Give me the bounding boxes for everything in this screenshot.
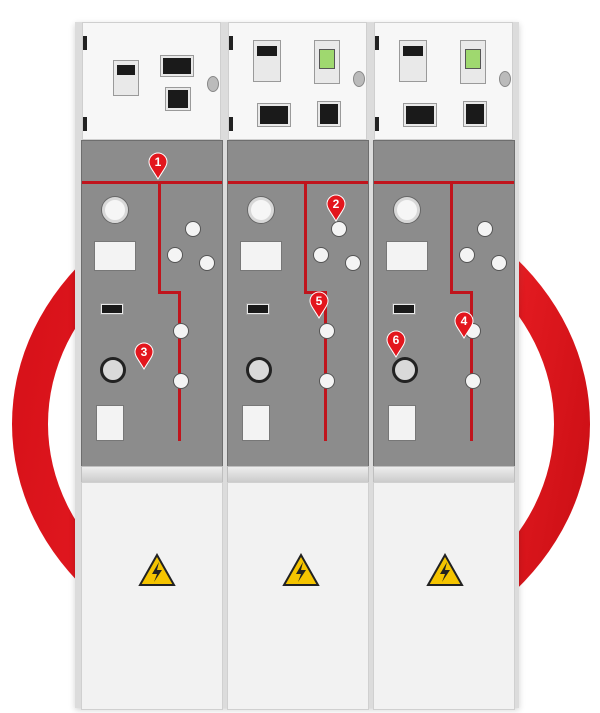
- protection-relay: [314, 40, 340, 84]
- emergency-button[interactable]: [100, 357, 126, 383]
- multifunction-meter: [399, 40, 427, 82]
- cabinet-unit-2: [223, 22, 369, 710]
- gas-pressure-gauge: [248, 197, 274, 223]
- gas-pressure-gauge: [394, 197, 420, 223]
- callout-marker-2[interactable]: 2: [326, 194, 346, 222]
- map-pin-icon: [326, 194, 346, 222]
- digital-indicator: [246, 303, 270, 315]
- indicator-lamp: [353, 71, 365, 87]
- callout-marker-1[interactable]: 1: [148, 152, 168, 180]
- cable-compartment-door: [227, 482, 369, 710]
- switch-knob[interactable]: [319, 323, 335, 339]
- digital-indicator: [392, 303, 416, 315]
- switch-knob[interactable]: [465, 373, 481, 389]
- callout-number: 5: [315, 294, 323, 308]
- callout-marker-3[interactable]: 3: [134, 342, 154, 370]
- switch-knob[interactable]: [199, 255, 215, 271]
- busbar-line: [82, 181, 222, 184]
- cabinet-unit-1: [77, 22, 223, 710]
- map-pin-icon: [309, 291, 329, 319]
- status-display: [160, 55, 194, 77]
- high-voltage-warning-icon: [138, 553, 176, 586]
- callout-number: 4: [460, 314, 468, 328]
- callout-number: 6: [392, 333, 400, 347]
- multifunction-meter: [253, 40, 281, 82]
- emergency-button[interactable]: [246, 357, 272, 383]
- operating-panel: [373, 140, 515, 468]
- switch-knob[interactable]: [459, 247, 475, 263]
- instrument-compartment: [228, 22, 367, 140]
- switch-knob[interactable]: [331, 221, 347, 237]
- callout-number: 2: [332, 197, 340, 211]
- busbar-line: [374, 181, 514, 184]
- map-pin-icon: [386, 330, 406, 358]
- instruction-label: [94, 241, 136, 271]
- indicator-lamp: [207, 76, 219, 92]
- callout-number: 3: [140, 345, 148, 359]
- switch-knob[interactable]: [345, 255, 361, 271]
- operating-panel: [227, 140, 369, 468]
- high-voltage-warning-icon: [426, 553, 464, 586]
- control-unit: [165, 87, 191, 111]
- multifunction-meter: [113, 60, 139, 96]
- switch-knob[interactable]: [185, 221, 201, 237]
- callout-marker-4[interactable]: 4: [454, 311, 474, 339]
- map-pin-icon: [454, 311, 474, 339]
- switch-knob[interactable]: [173, 373, 189, 389]
- switch-knob[interactable]: [491, 255, 507, 271]
- map-pin-icon: [148, 152, 168, 180]
- callout-number: 1: [154, 155, 162, 169]
- instrument-compartment: [82, 22, 221, 140]
- gas-pressure-gauge: [102, 197, 128, 223]
- control-unit: [463, 101, 487, 127]
- cabinet-unit-3: [369, 22, 515, 710]
- instrument-compartment: [374, 22, 513, 140]
- emergency-button[interactable]: [392, 357, 418, 383]
- callout-marker-5[interactable]: 5: [309, 291, 329, 319]
- busbar-line: [228, 181, 368, 184]
- operating-panel: [81, 140, 223, 468]
- status-display: [403, 103, 437, 127]
- instruction-label: [386, 241, 428, 271]
- switch-knob[interactable]: [173, 323, 189, 339]
- high-voltage-warning-icon: [282, 553, 320, 586]
- instruction-label: [240, 241, 282, 271]
- switch-knob[interactable]: [167, 247, 183, 263]
- cable-compartment-door: [373, 482, 515, 710]
- map-pin-icon: [134, 342, 154, 370]
- cable-compartment-door: [81, 482, 223, 710]
- switch-knob[interactable]: [313, 247, 329, 263]
- digital-indicator: [100, 303, 124, 315]
- warning-label: [242, 405, 270, 441]
- protection-relay: [460, 40, 486, 84]
- switch-knob[interactable]: [477, 221, 493, 237]
- indicator-lamp: [499, 71, 511, 87]
- warning-label: [388, 405, 416, 441]
- control-unit: [317, 101, 341, 127]
- status-display: [257, 103, 291, 127]
- switch-knob[interactable]: [319, 373, 335, 389]
- warning-label: [96, 405, 124, 441]
- callout-marker-6[interactable]: 6: [386, 330, 406, 358]
